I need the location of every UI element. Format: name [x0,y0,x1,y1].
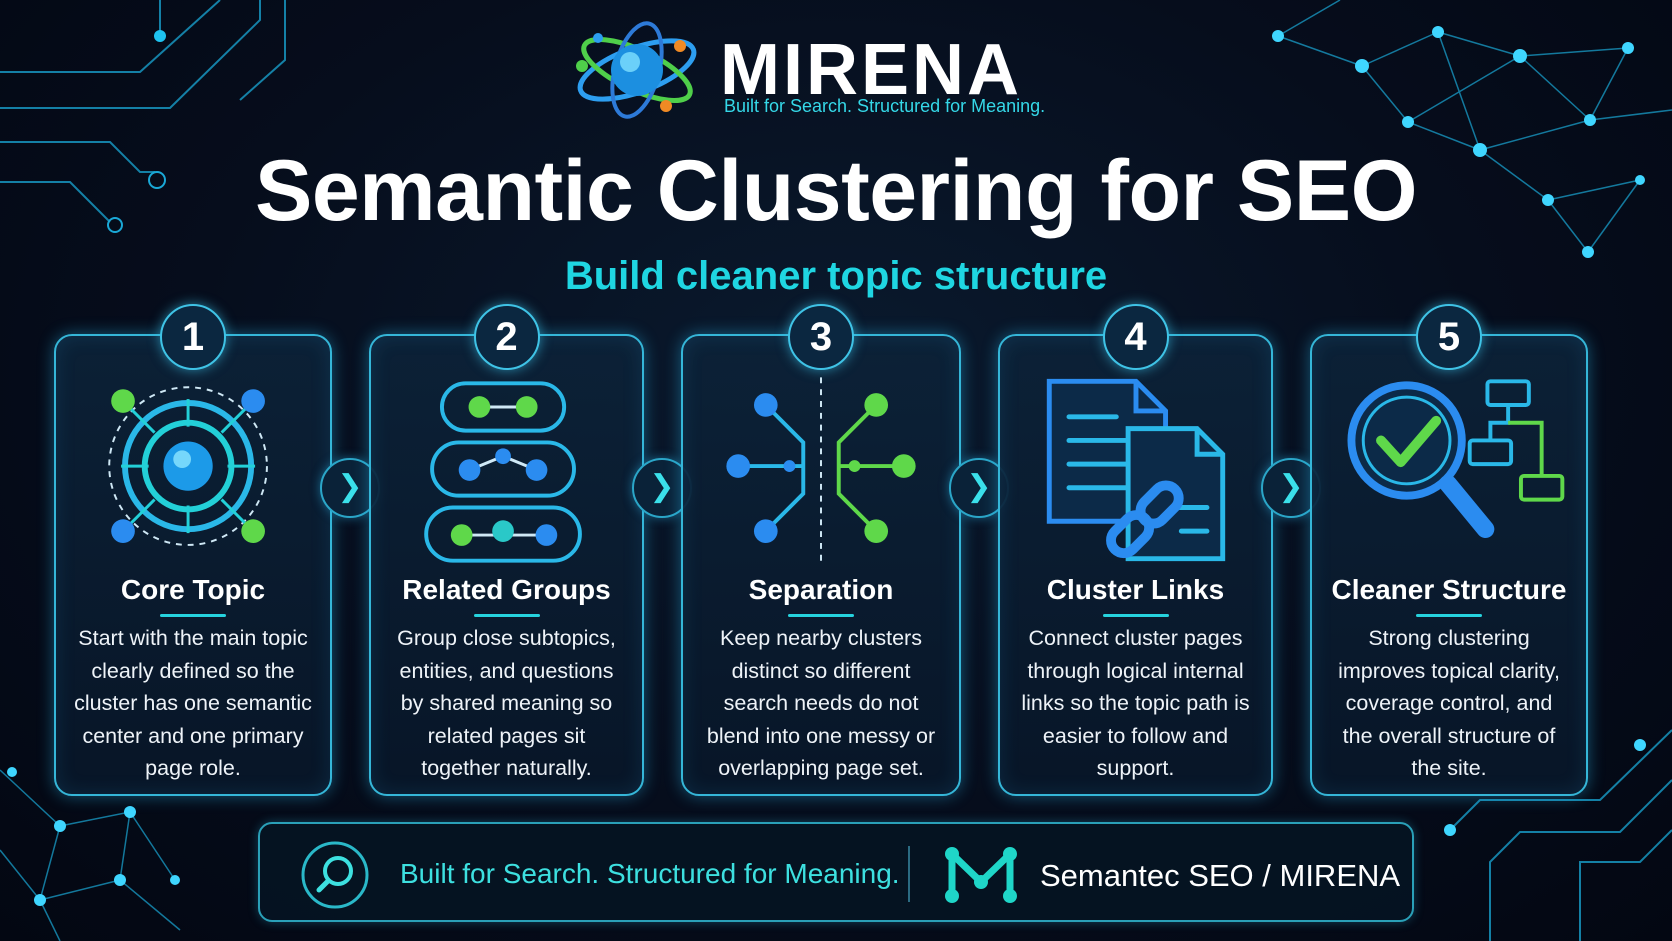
step-card-core-topic: 1 Core Topic Start with the main topic c… [54,304,332,796]
step-description: Connect cluster pages through logical in… [1021,626,1250,780]
step-title: Separation [748,574,894,605]
step-description: Start with the main topic clearly define… [74,626,312,780]
title-underline [160,614,226,617]
step-card-separation: 3 Separation Keep nearby clusters distin… [681,304,961,796]
step-number-badge: 1 [160,304,226,370]
step-number-badge: 5 [1416,304,1482,370]
title-underline [1102,614,1169,617]
magnifier-sitemap-icon [1347,379,1565,539]
footer-tagline: Built for Search. Structured for Meaning… [400,858,900,889]
footer-bar: Built for Search. Structured for Meaning… [258,822,1414,922]
step-number-badge: 4 [1102,304,1169,370]
split-branches-icon [726,377,916,567]
footer-divider [908,846,910,902]
step-number-badge: 3 [788,304,854,370]
title-underline [473,614,540,617]
search-icon [301,841,369,909]
step-title: Related Groups [402,574,611,605]
target-core-icon [108,386,268,546]
step-card-related-groups: 2 Related Groups Group close subtopics, … [369,304,644,796]
brand-tagline: Built for Search. Structured for Meaning… [724,96,1046,116]
title-underline [788,614,854,617]
step-title: Cluster Links [1046,574,1225,605]
atom-logo-icon [576,21,697,119]
linked-documents-icon [1046,378,1226,562]
step-card-cleaner-structure: 5 Cleaner Structure Strong clustering im… [1310,304,1588,796]
page-subtitle: Build cleaner topic structure [564,254,1108,298]
step-description: Strong clustering improves topical clari… [1338,626,1560,780]
step-description: Keep nearby clusters distinct so differe… [706,626,936,780]
grouped-nodes-icon [424,381,582,563]
title-underline [1416,614,1482,617]
brand-name: MIRENA [720,30,1022,110]
step-number-badge: 2 [473,304,540,370]
footer-brand: Semantec SEO / MIRENA [1040,858,1401,893]
step-description: Group close subtopics, entities, and que… [397,626,616,780]
step-title: Core Topic [120,574,266,605]
brand-header: MIRENA Built for Search. Structured for … [570,18,1050,123]
m-logo-icon [945,847,1017,903]
step-title: Cleaner Structure [1331,574,1567,605]
step-card-cluster-links: 4 Cluster Links Connect cluster pages th… [998,304,1273,796]
page-title: Semantic Clustering for SEO [254,143,1418,239]
